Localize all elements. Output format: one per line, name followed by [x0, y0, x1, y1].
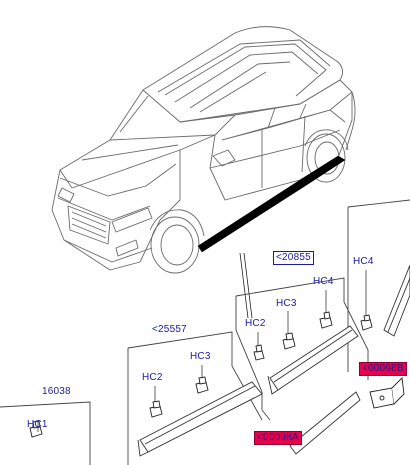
clip-label-hc4-mid[interactable]: HC4 [313, 276, 334, 287]
clip-label-hc4-right[interactable]: HC4 [353, 256, 374, 267]
part-label-25557[interactable]: <25557 [152, 324, 187, 335]
clip-label-hc2-mid[interactable]: HC2 [245, 318, 266, 329]
leader-lines [239, 252, 253, 319]
part-label-16038[interactable]: 16038 [42, 386, 71, 397]
trim-strips [137, 264, 410, 457]
clip-label-hc3-left[interactable]: HC3 [190, 351, 211, 362]
bracket-00098b [369, 377, 405, 409]
clip-label-hc1[interactable]: HC1 [27, 419, 48, 430]
part-label-00098a[interactable]: <00098A [254, 431, 302, 445]
clip-label-hc2-left[interactable]: HC2 [142, 372, 163, 383]
sill-trim-accent [197, 155, 346, 253]
clips [29, 311, 405, 438]
clip-label-hc3-mid[interactable]: HC3 [276, 298, 297, 309]
clip-hc4-mid [319, 311, 333, 329]
clip-hc3-left [195, 376, 209, 394]
part-label-00098b[interactable]: <00098B [359, 362, 407, 376]
clip-hc4-right [360, 314, 373, 331]
label-leaders [37, 270, 367, 432]
part-label-20855[interactable]: <20855 [273, 251, 314, 265]
vehicle-illustration [51, 26, 356, 274]
clip-hc2-mid [253, 344, 265, 361]
clip-hc2-left [149, 400, 163, 418]
clip-hc3-mid [282, 332, 296, 350]
